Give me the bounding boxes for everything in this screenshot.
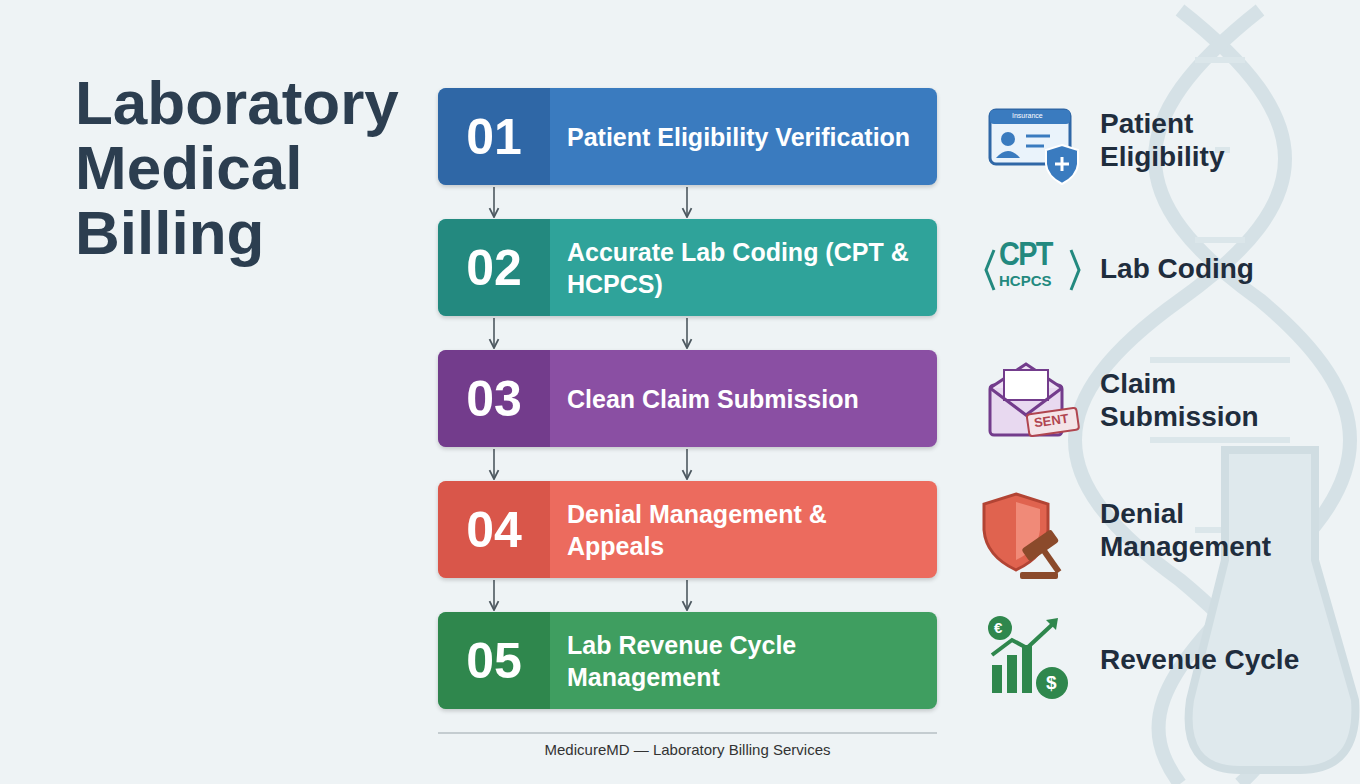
- step-number: 01: [466, 108, 522, 166]
- flow-arrow: [493, 580, 495, 610]
- number-panel: 04: [438, 481, 550, 578]
- flow-arrow: [493, 318, 495, 348]
- icon-text: CPT: [999, 234, 1052, 274]
- step-label: Denial Management & Appeals: [550, 481, 937, 578]
- icon-text: Insurance: [1012, 112, 1043, 120]
- step-number: 03: [466, 370, 522, 428]
- flow-arrow: [686, 580, 688, 610]
- icon-text: HCPCS: [999, 272, 1052, 290]
- icon-text: €: [994, 619, 1002, 637]
- step-number: 05: [466, 632, 522, 690]
- step-label: Patient Eligibility Verification: [550, 88, 937, 185]
- flow-arrow: [686, 187, 688, 217]
- step-number: 02: [466, 239, 522, 297]
- side-label: Patient Eligibility: [1100, 108, 1250, 174]
- step-label: Accurate Lab Coding (CPT & HCPCS): [550, 219, 937, 316]
- step-bar: 04 Denial Management & Appeals: [438, 481, 937, 578]
- caption: MedicureMD — Laboratory Billing Services: [438, 741, 937, 758]
- flow-arrow: [493, 449, 495, 479]
- flow-arrow: [686, 318, 688, 348]
- number-panel: 05: [438, 612, 550, 709]
- number-panel: 02: [438, 219, 550, 316]
- flow-arrow: [686, 449, 688, 479]
- side-label: Claim Submission: [1100, 368, 1270, 434]
- number-panel: 01: [438, 88, 550, 185]
- side-label: Denial Management: [1100, 498, 1290, 564]
- side-label: Revenue Cycle: [1100, 644, 1299, 677]
- flow-arrow: [493, 187, 495, 217]
- step-label: Lab Revenue Cycle Management: [550, 612, 937, 709]
- step-bar: 02 Accurate Lab Coding (CPT & HCPCS): [438, 219, 937, 316]
- step-bar: 05 Lab Revenue Cycle Management: [438, 612, 937, 709]
- step-bar: 01 Patient Eligibility Verification: [438, 88, 937, 185]
- diagram-title: Laboratory Medical Billing: [75, 70, 425, 265]
- icon-text: $: [1046, 672, 1057, 694]
- side-label: Lab Coding: [1100, 253, 1254, 286]
- step-label: Clean Claim Submission: [550, 350, 937, 447]
- step-bar: 03 Clean Claim Submission: [438, 350, 937, 447]
- number-panel: 03: [438, 350, 550, 447]
- step-number: 04: [466, 501, 522, 559]
